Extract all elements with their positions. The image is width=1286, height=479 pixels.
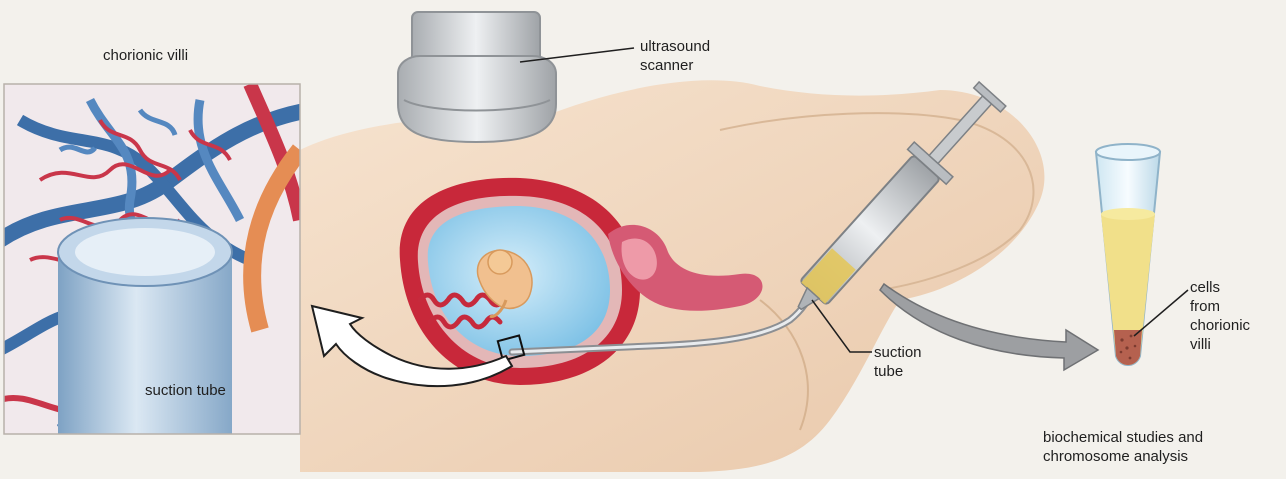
label-cells-from-villi: cells from chorionic villi bbox=[1190, 278, 1250, 354]
sample-vial bbox=[1096, 144, 1160, 365]
label-chorionic-villi: chorionic villi bbox=[103, 46, 188, 65]
label-analysis: biochemical studies and chromosome analy… bbox=[1043, 428, 1203, 466]
label-ultrasound-scanner: ultrasound scanner bbox=[640, 37, 710, 75]
label-suction-tube: suction tube bbox=[874, 343, 922, 381]
ultrasound-scanner bbox=[398, 12, 556, 142]
label-suction-tube-inset: suction tube bbox=[145, 381, 226, 400]
